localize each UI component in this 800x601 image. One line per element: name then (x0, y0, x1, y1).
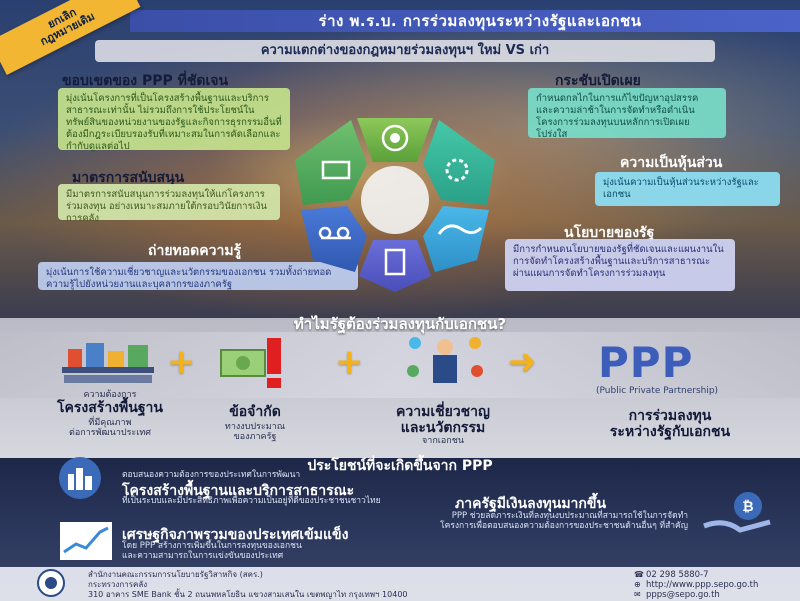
plus-icon-2: + (335, 342, 364, 382)
footer-address: 310 อาคาร SME Bank ชั้น 2 ถนนพหลโยธิน แข… (88, 590, 408, 599)
scope-title: ขอบเขตของ PPP ที่ชัดเจน (62, 73, 229, 89)
growth-chart-icon (60, 522, 112, 560)
benefit1-main: โครงสร้างพื้นฐานและบริการสาธารณะ (122, 483, 355, 499)
partnership-text: มุ่งเน้นความเป็นหุ้นส่วนระหว่างรัฐและเอก… (595, 172, 780, 206)
footer (0, 567, 800, 601)
support-text: มีมาตรการสนับสนุนการร่วมลงทุนให้แก่โครงก… (58, 184, 280, 224)
wheel-center (361, 166, 429, 234)
expert-icon (407, 337, 483, 383)
item3-sub: จากเอกชน (422, 436, 464, 446)
policy-text: มีการกำหนดนโยบายของรัฐที่ชัดเจนและแผนงาน… (505, 239, 735, 291)
scope-text: มุ่งเน้นโครงการที่เป็นโครงสร้างพื้นฐานแล… (58, 88, 290, 152)
knowledge-title: ถ่ายทอดความรู้ (148, 243, 242, 259)
city-icon (59, 457, 101, 499)
header-bar (130, 10, 800, 32)
infrastructure-icon (62, 343, 154, 383)
budget-limit-icon (220, 338, 281, 388)
result-line1: การร่วมลงทุน (628, 408, 712, 424)
item3-big2: และนวัตกรรม (400, 420, 486, 436)
item2-sub1: ทางงบประมาณ (224, 422, 286, 432)
knowledge-text: มุ่งเน้นการใช้ความเชี่ยวชาญและนวัตกรรมขอ… (38, 262, 358, 290)
item2-big: ข้อจำกัด (229, 404, 281, 420)
subheader-bar (95, 40, 715, 62)
item1-sub2: ต่อการพัฒนาประเทศ (69, 428, 151, 438)
ppp-label: PPP (598, 338, 694, 387)
policy-title: นโยบายของรัฐ (564, 225, 655, 241)
wheel-segment-bottom (359, 240, 431, 292)
footer-web[interactable]: http://www.ppp.sepo.go.th (646, 580, 759, 590)
item3-big1: ความเชี่ยวชาญ (396, 404, 490, 420)
item1-big: โครงสร้างพื้นฐาน (57, 400, 163, 416)
target-icon (381, 124, 409, 152)
plus-icon: + (167, 342, 196, 382)
footer-email[interactable]: ppps@sepo.go.th (646, 590, 720, 600)
bitcoin-hand-icon: ₿ (703, 492, 771, 533)
ministry-seal-icon (37, 569, 65, 597)
wheel-segment-top-right (423, 120, 495, 205)
wheel-segment-right (423, 206, 489, 272)
ppp-full-name: (Public Private Partnership) (596, 386, 719, 396)
item1-small: ความต้องการ (83, 390, 137, 400)
result-line2: ระหว่างรัฐกับเอกชน (609, 424, 731, 440)
why-title: ทำไมรัฐต้องร่วมลงทุนกับเอกชน? (293, 315, 507, 333)
header-title: ร่าง พ.ร.บ. การร่วมลงทุนระหว่างรัฐและเอก… (318, 12, 642, 30)
benefit3-line1: โดย PPP สร้างการเพิ่มขึ้นในการลงทุนของเอ… (122, 541, 302, 551)
footer-org1: สำนักงานคณะกรรมการนโยบายรัฐวิสาหกิจ (สคร… (88, 570, 263, 579)
svg-text:₿: ₿ (742, 499, 753, 515)
arrow-icon: ➜ (508, 342, 537, 382)
streamline-title: กระชับเปิดเผย (555, 73, 641, 89)
document-icon (384, 248, 406, 276)
benefit2-main: ภาครัฐมีเงินลงทุนมากขึ้น (455, 496, 607, 512)
benefit1-post: ที่เป็นระบบและมีประสิทธิภาพเพื่อความเป็น… (122, 496, 381, 506)
benefit3-main: เศรษฐกิจภาพรวมของประเทศเข้มแข็ง (122, 527, 349, 543)
benefit1-pre: ตอบสนองความต้องการของประเทศในการพัฒนา (122, 470, 301, 480)
phone-icon: ☎ (634, 570, 644, 579)
item2-sub2: ของภาครัฐ (233, 432, 277, 442)
footer-org2: กระทรวงการคลัง (88, 580, 148, 589)
footer-phone: 02 298 5880-7 (646, 570, 709, 580)
ppp-wheel-diagram (295, 118, 495, 292)
streamline-text: กำหนดกลไกในการแก้ไขปัญหาอุปสรรค และความล… (528, 88, 726, 140)
benefit2-line2: โครงการเพื่อตอบสนองความต้องการของประชาชน… (440, 521, 688, 531)
benefit2-line1: PPP ช่วยลดภาระเงินที่ลงทุนงบประมาณที่สาม… (451, 511, 688, 521)
handshake-icon (437, 224, 483, 235)
partnership-title: ความเป็นหุ้นส่วน (620, 155, 723, 171)
subheader-title: ความแตกต่างของกฎหมายร่วมลงทุนฯ ใหม่ VS เ… (260, 43, 550, 58)
money-icon (321, 160, 351, 180)
web-icon: ⊕ (634, 580, 641, 589)
gear-icon (445, 158, 469, 182)
benefits-title: ประโยชน์ที่จะเกิดขึ้นจาก PPP (307, 458, 493, 474)
support-title: มาตรการสนับสนุน (72, 170, 185, 186)
people-icon (318, 226, 351, 240)
email-icon: ✉ (634, 590, 641, 599)
benefit3-line2: และความสามารถในการแข่งขันของประเทศ (122, 551, 284, 561)
item1-sub1: ที่มีคุณภาพ (88, 418, 132, 428)
